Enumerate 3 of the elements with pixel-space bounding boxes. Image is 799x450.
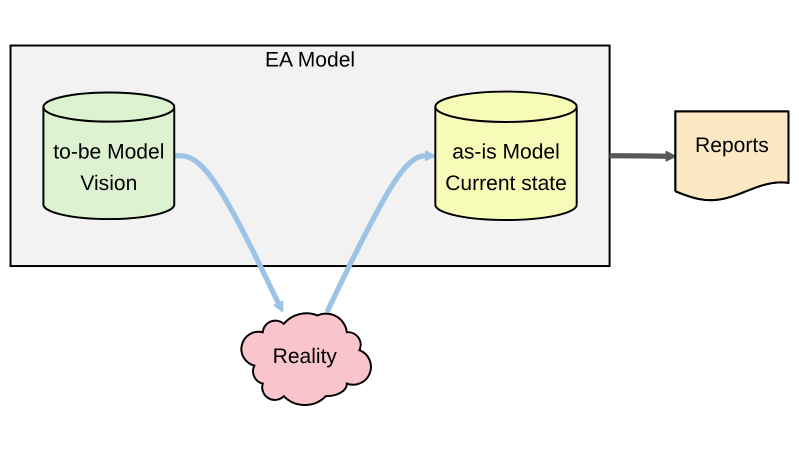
- arrow: [324, 150, 436, 313]
- arrow: [610, 150, 677, 162]
- arrow: [174, 152, 284, 312]
